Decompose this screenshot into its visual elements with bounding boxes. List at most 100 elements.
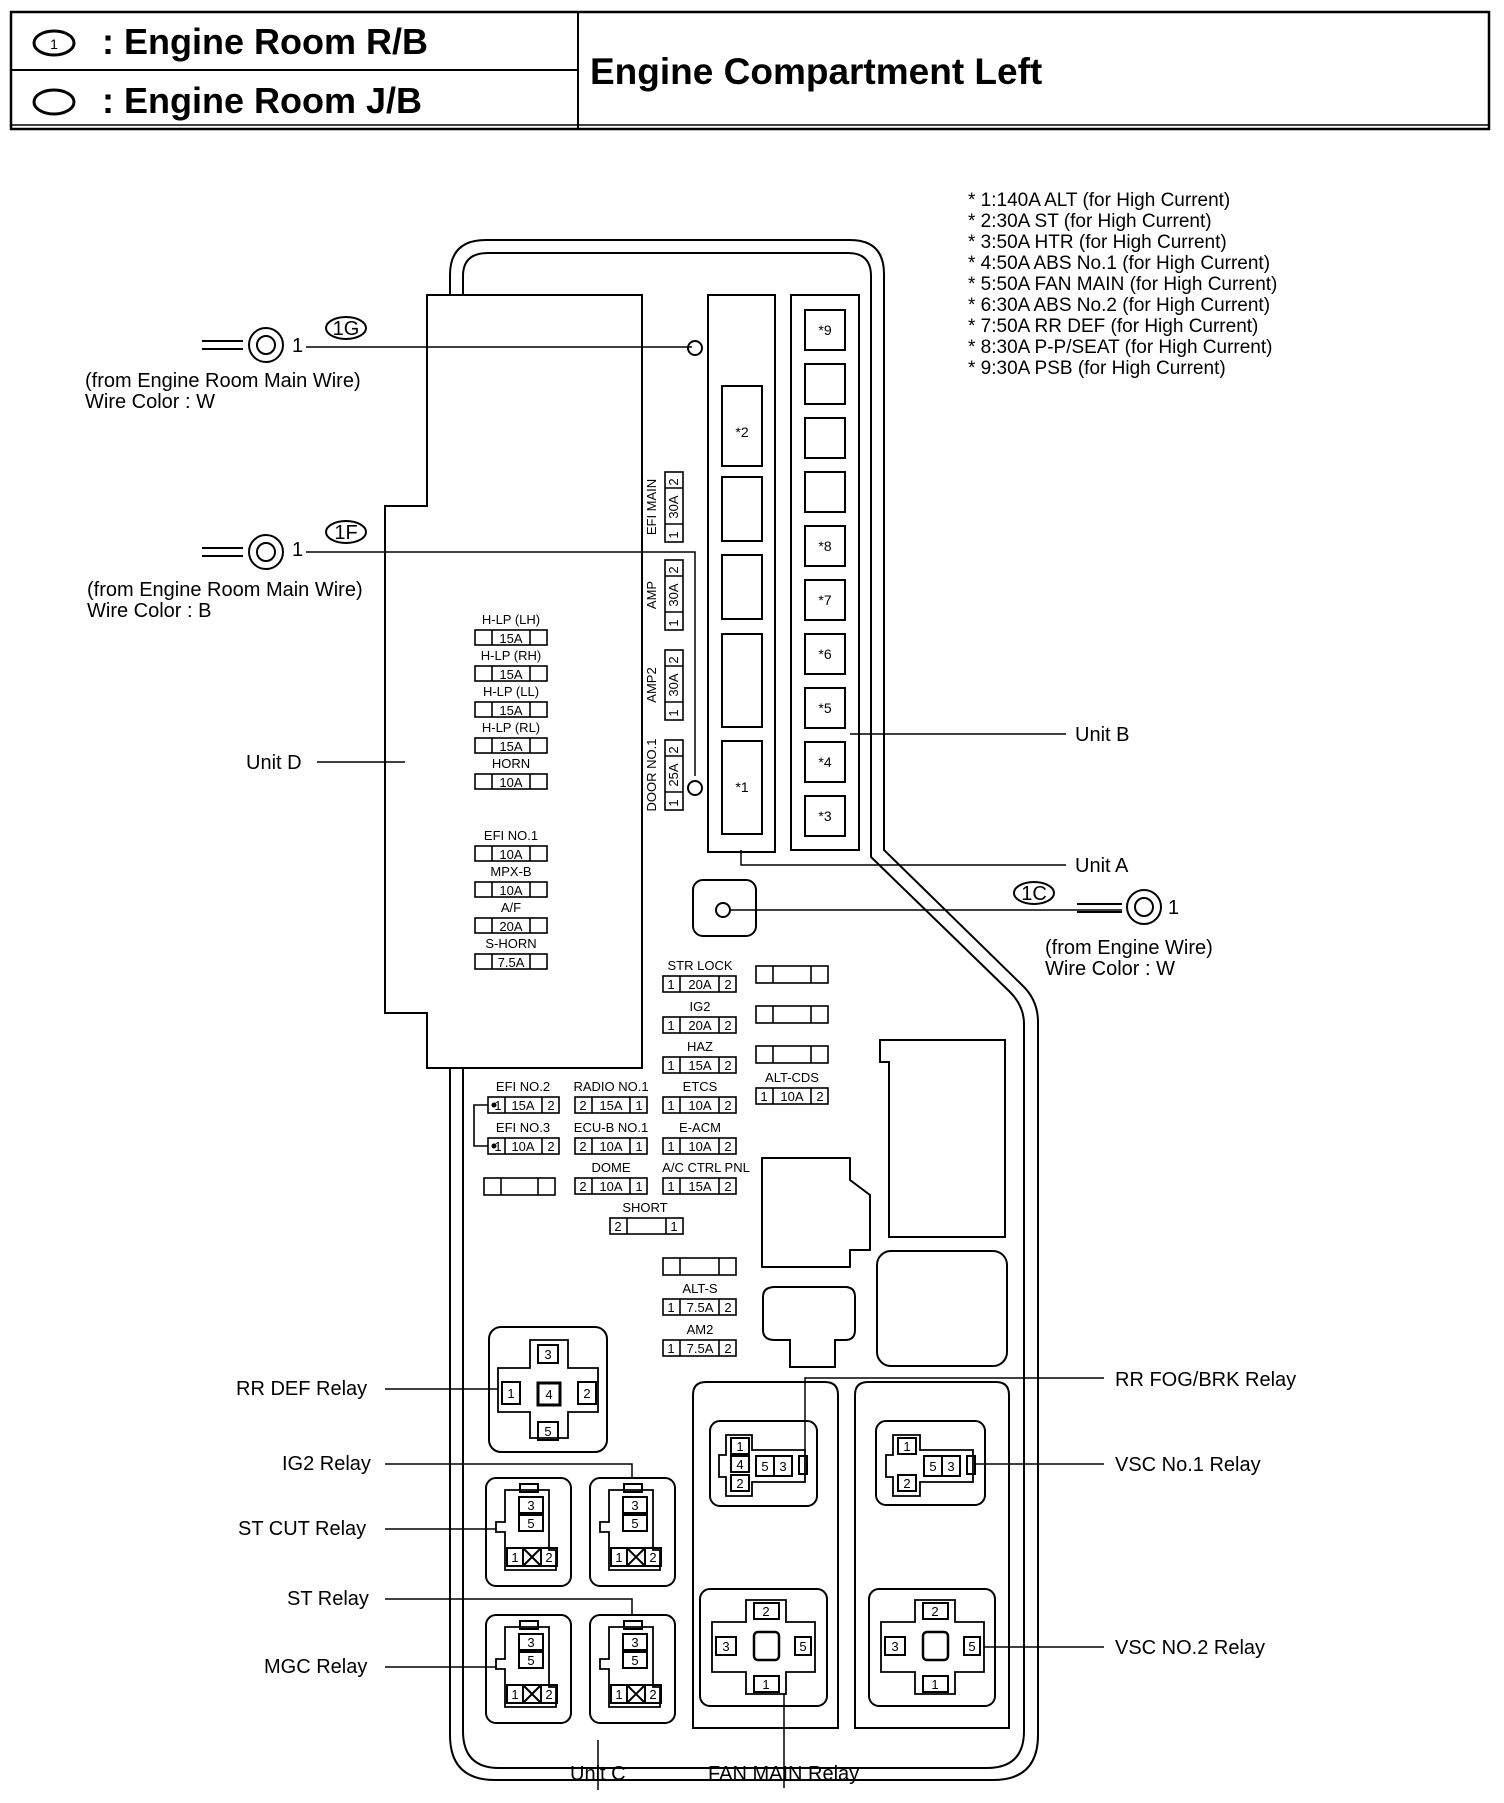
rr-fog-brk-pin-4: 4	[736, 1457, 743, 1472]
vsc-no2-pin-5: 5	[968, 1639, 975, 1654]
connector-1f	[202, 520, 703, 796]
unit-d-label: Unit D	[246, 752, 302, 774]
fuse-efi-main-rating: 30A	[666, 495, 681, 518]
unit-b-slot-8: *8	[818, 538, 831, 554]
fuse-etcs-right: 2	[724, 1098, 731, 1113]
fuse-amp-bottom: 1	[666, 619, 681, 626]
connector-1g-source: (from Engine Room Main Wire)	[85, 370, 361, 392]
connector-1f-pin: 1	[292, 539, 303, 561]
fuse-efi-no2-right: 2	[547, 1098, 554, 1113]
fuse-str-lock-left: 1	[667, 977, 674, 992]
unlabeled-modules	[761, 1039, 1008, 1368]
st-pin-5: 5	[631, 1653, 638, 1668]
fuse-efi-no3-left: 1	[494, 1139, 501, 1154]
fuse-hlp-rh-rating: 15A	[499, 667, 522, 682]
unit-a-column	[707, 294, 776, 853]
mgc-pin-1: 1	[511, 1687, 518, 1702]
fuse-ecu-b-no1-rating: 10A	[599, 1139, 622, 1154]
fuse-e-acm-rating: 10A	[688, 1139, 711, 1154]
connector-1f-code: 1F	[334, 522, 357, 544]
fuse-ac-ctrl-pnl-left: 1	[667, 1179, 674, 1194]
fuse-s-horn-rating: 7.5A	[498, 955, 525, 970]
unit-b-slot-5: *5	[818, 700, 831, 716]
fuse-hlp-rl-rating: 15A	[499, 739, 522, 754]
fuse-ig2-right: 2	[724, 1018, 731, 1033]
vsc-no2-relay-label: VSC NO.2 Relay	[1115, 1637, 1265, 1659]
unit-a-label: Unit A	[1075, 855, 1129, 877]
st-cut-relay	[485, 1477, 572, 1587]
note-1: * 1:140A ALT (for High Current)	[968, 190, 1230, 211]
rr-def-pin-4: 4	[545, 1387, 552, 1402]
connector-1g-code: 1G	[333, 318, 360, 340]
fuse-amp2-top: 2	[666, 656, 681, 663]
fuse-amp2-rating: 30A	[666, 673, 681, 696]
rr-fog-brk-relay-label: RR FOG/BRK Relay	[1115, 1369, 1296, 1391]
mgc-pin-2: 2	[545, 1687, 552, 1702]
fuse-door-no1-bottom: 1	[666, 799, 681, 806]
legend-jb-symbol	[32, 88, 76, 116]
fuse-amp-name: AMP	[644, 581, 659, 609]
legend-rb-symbol: 1	[32, 29, 76, 57]
fuse-radio-no1-right: 1	[635, 1098, 642, 1113]
rr-def-pin-3: 3	[544, 1347, 551, 1362]
note-3: * 3:50A HTR (for High Current)	[968, 232, 1227, 253]
rr-fog-brk-pin-2: 2	[736, 1476, 743, 1491]
connector-1g-pin: 1	[292, 335, 303, 357]
fuse-efi-main-top: 2	[666, 478, 681, 485]
connector-1c-code: 1C	[1021, 883, 1047, 905]
unit-a-slot-1: *1	[735, 779, 748, 795]
fuse-hlp-ll-rating: 15A	[499, 703, 522, 718]
fan-main-pin-3: 3	[722, 1639, 729, 1654]
unit-a-slot-2: *2	[735, 424, 748, 440]
unit-b-slot-9: *9	[818, 322, 831, 338]
note-7: * 7:50A RR DEF (for High Current)	[968, 316, 1258, 337]
fan-main-relay	[699, 1588, 828, 1707]
fuse-efi-no3-name: EFI NO.3	[496, 1120, 550, 1135]
vsc-no1-relay	[875, 1420, 986, 1506]
high-current-notes: * 1:140A ALT (for High Current) * 2:30A …	[968, 190, 1277, 379]
fuse-alt-cds-left: 1	[760, 1089, 767, 1104]
fuse-ig2-left: 1	[667, 1018, 674, 1033]
right-relay-trays	[692, 1381, 1010, 1729]
unit-b-column	[790, 294, 860, 851]
fuse-efi-no3-rating: 10A	[511, 1139, 534, 1154]
unit-b-slot-6: *6	[818, 646, 831, 662]
ig2-relay-label: IG2 Relay	[282, 1453, 371, 1475]
st-relay-label: ST Relay	[287, 1588, 369, 1610]
fuse-e-acm-left: 1	[667, 1139, 674, 1154]
fuse-af-name: A/F	[501, 900, 521, 915]
mgc-relay	[485, 1614, 572, 1724]
unit-b-slots	[804, 309, 846, 837]
ig2-relay	[589, 1477, 676, 1587]
vsc-no1-pin-5: 5	[929, 1459, 936, 1474]
unit-b-label: Unit B	[1075, 724, 1129, 746]
page-title: Engine Compartment Left	[590, 51, 1042, 92]
relay-callout-lines	[385, 1377, 1104, 1788]
fuse-af-rating: 20A	[499, 919, 522, 934]
fuse-ecu-b-no1-name: ECU-B NO.1	[574, 1120, 648, 1135]
fuse-am2-name: AM2	[687, 1322, 714, 1337]
fuse-box-outline	[449, 239, 1039, 1781]
ig2-pin-3: 3	[631, 1498, 638, 1513]
fuse-efi-no1-name: EFI NO.1	[484, 828, 538, 843]
fuse-str-lock-right: 2	[724, 977, 731, 992]
mgc-relay-label: MGC Relay	[264, 1656, 367, 1678]
rr-def-pin-2: 2	[583, 1386, 590, 1401]
ig2-pin-5: 5	[631, 1516, 638, 1531]
fuse-etcs-rating: 10A	[688, 1098, 711, 1113]
mgc-pin-3: 3	[527, 1635, 534, 1650]
unit-d-fuses	[474, 629, 548, 970]
fuse-efi-no2-rating: 15A	[511, 1098, 534, 1113]
fuse-e-acm-right: 2	[724, 1139, 731, 1154]
fuse-amp-rating: 30A	[666, 583, 681, 606]
rr-fog-brk-pin-1: 1	[736, 1439, 743, 1454]
vsc-no1-relay-label: VSC No.1 Relay	[1115, 1454, 1261, 1476]
fuse-haz-right: 2	[724, 1058, 731, 1073]
connector-1c-source: (from Engine Wire)	[1045, 937, 1213, 959]
fuse-mpx-b-rating: 10A	[499, 883, 522, 898]
fuse-amp2-name: AMP2	[644, 667, 659, 702]
connector-1g	[202, 316, 703, 363]
fuse-amp2-bottom: 1	[666, 709, 681, 716]
fuse-door-no1-name: DOOR NO.1	[644, 739, 659, 812]
